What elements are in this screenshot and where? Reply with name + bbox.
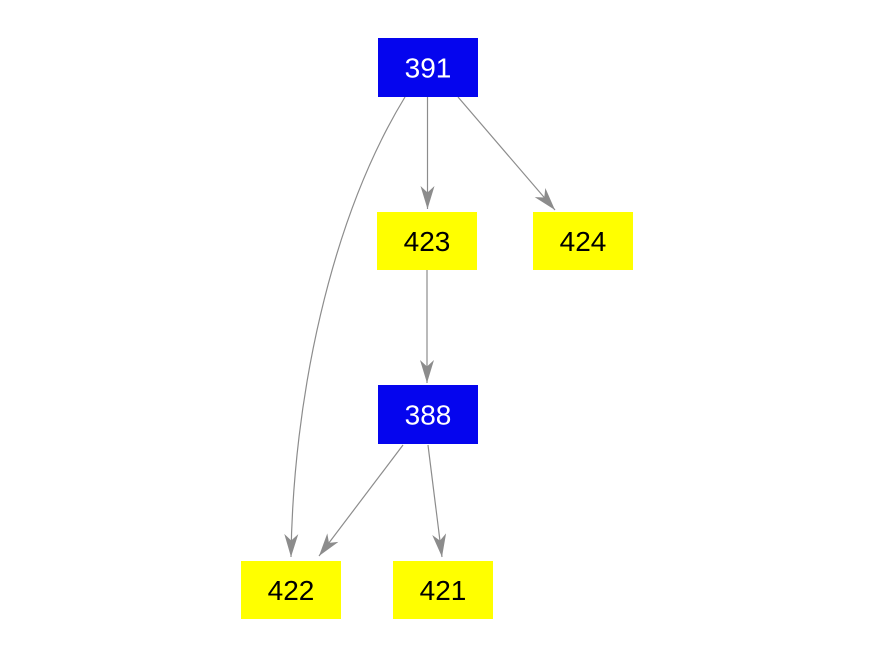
- node-391-label: 391: [405, 53, 452, 84]
- node-424-label: 424: [560, 226, 607, 257]
- node-421-box[interactable]: [393, 561, 493, 619]
- node-421[interactable]: 421: [393, 561, 493, 619]
- edge-388-422: [318, 444, 404, 557]
- edge-391-424: [457, 96, 556, 211]
- node-423-box[interactable]: [377, 212, 477, 270]
- edge-388-421: [427, 444, 447, 558]
- nodes-layer: 391 423 424 388 422 421: [241, 38, 633, 619]
- node-391-box[interactable]: [378, 38, 478, 97]
- node-421-label: 421: [420, 575, 467, 606]
- node-388-label: 388: [405, 400, 452, 431]
- node-391[interactable]: 391: [378, 38, 478, 97]
- node-424-box[interactable]: [533, 212, 633, 270]
- node-423-label: 423: [404, 226, 451, 257]
- node-422-label: 422: [268, 575, 315, 606]
- node-422-box[interactable]: [241, 561, 341, 619]
- node-388-box[interactable]: [378, 385, 478, 444]
- node-388[interactable]: 388: [378, 385, 478, 444]
- node-422[interactable]: 422: [241, 561, 341, 619]
- edge-391-422: [284, 96, 406, 558]
- edges-layer: [284, 96, 556, 558]
- node-424[interactable]: 424: [533, 212, 633, 270]
- node-423[interactable]: 423: [377, 212, 477, 270]
